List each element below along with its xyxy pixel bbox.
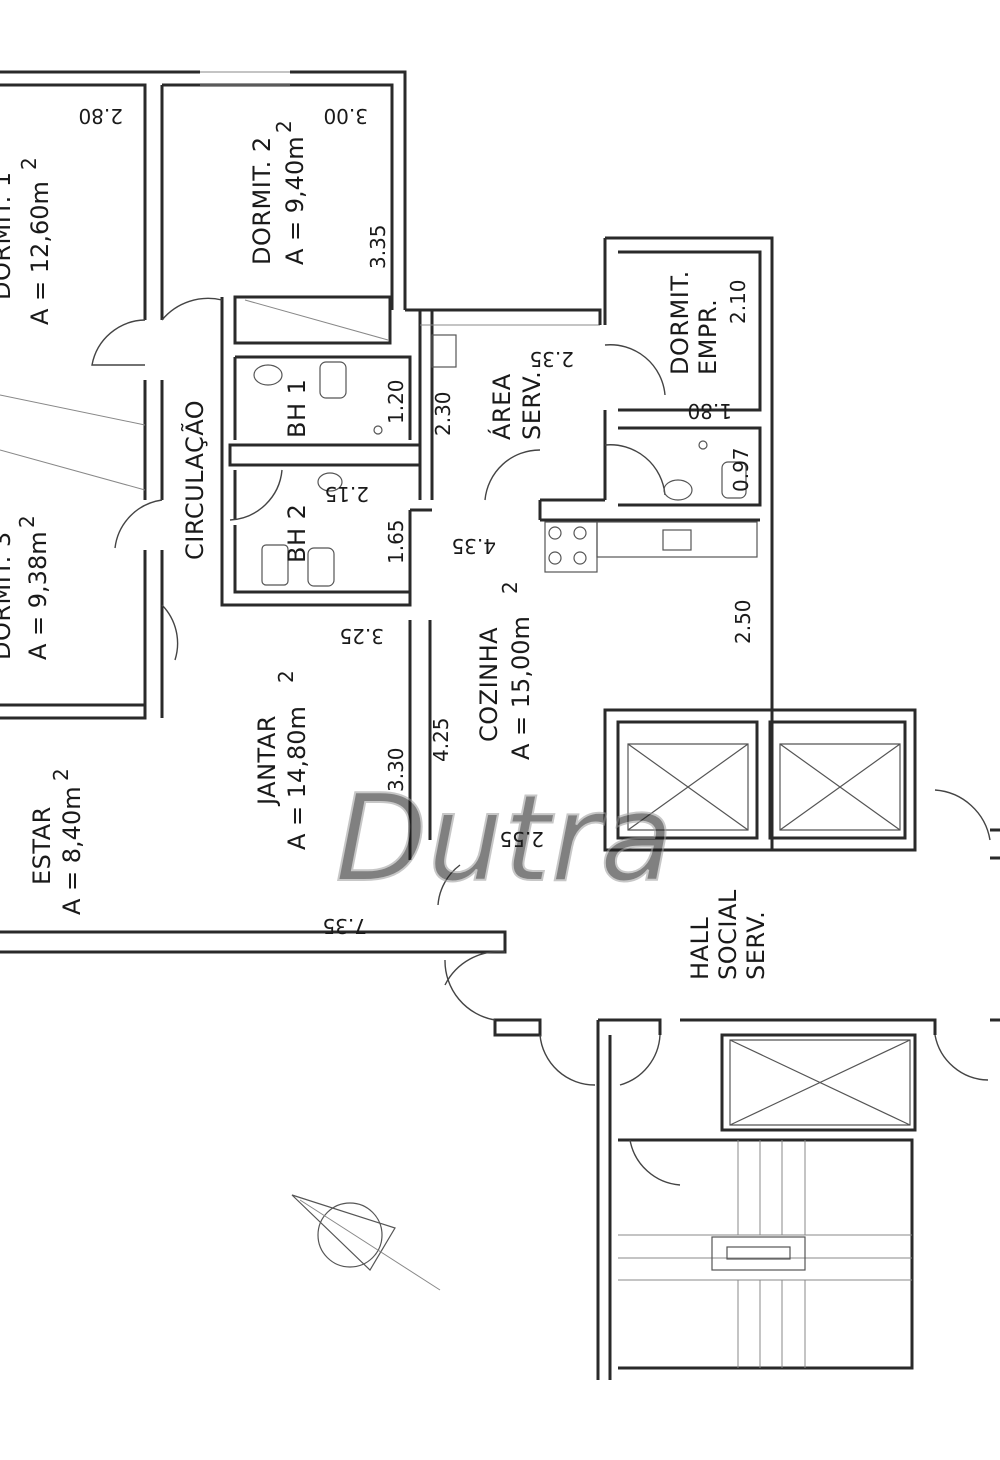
svg-text:2: 2 [272,120,296,133]
svg-text:COZINHA: COZINHA [475,627,503,742]
label-cozinha: COZINHA A = 15,00m 2 [475,581,535,760]
dim-2-35: 2.35 [529,347,574,371]
svg-text:DORMIT. 1: DORMIT. 1 [0,171,16,300]
svg-text:SERV.: SERV. [742,911,770,980]
label-circulacao: CIRCULAÇÃO [179,400,209,560]
fixtures [0,299,747,587]
dim-7-35: 7.35 [322,914,367,938]
dim-2-30: 2.30 [431,391,455,436]
svg-text:ESTAR: ESTAR [28,806,56,885]
svg-text:A = 15,00m: A = 15,00m [507,616,535,760]
svg-text:A = 14,80m: A = 14,80m [283,706,311,850]
dim-4-35: 4.35 [451,534,496,558]
dim-2-50: 2.50 [731,599,755,644]
walls [0,70,1000,1380]
svg-text:HALL: HALL [686,917,714,980]
label-jantar: JANTAR A = 14,80m 2 [253,670,311,850]
label-area-serv: ÁREA SERV. [487,371,546,440]
watermark-logo: Dutra [335,770,673,909]
elevator-shafts [627,743,911,1126]
label-bh1: BH 1 [283,379,311,438]
doors [91,297,991,1186]
svg-text:2: 2 [49,768,73,781]
svg-text:A = 9,40m: A = 9,40m [281,136,309,265]
svg-text:CIRCULAÇÃO: CIRCULAÇÃO [179,400,209,560]
svg-text:2: 2 [15,515,39,528]
svg-text:DORMIT. 2: DORMIT. 2 [248,136,276,265]
label-dormit3: DORMIT. 3 A = 9,38m 2 [0,515,52,660]
svg-text:DORMIT.: DORMIT. [666,270,694,375]
dimension-labels: 2.80 3.00 3.35 2.35 2.10 1.80 2.30 1.20 … [78,104,755,938]
dim-1-80: 1.80 [687,399,732,423]
dim-2-10: 2.10 [726,279,750,324]
svg-text:2: 2 [17,157,41,170]
svg-text:SOCIAL: SOCIAL [714,889,742,980]
label-dormit2: DORMIT. 2 A = 9,40m 2 [248,120,309,265]
label-hall: HALL SOCIAL SERV. [686,889,770,980]
svg-text:ÁREA: ÁREA [487,373,516,440]
dim-4-25: 4.25 [429,717,453,762]
svg-text:DORMIT. 3: DORMIT. 3 [0,531,16,660]
dim-3-00: 3.00 [323,104,368,128]
dim-3-35: 3.35 [366,224,390,269]
svg-text:SERV.: SERV. [518,371,546,440]
dim-3-30: 3.30 [384,747,408,792]
label-dormit-empr: DORMIT. EMPR. [666,270,722,375]
north-arrow-icon [291,1194,441,1291]
dim-2-15: 2.15 [324,482,369,506]
dim-2-55: 2.55 [499,827,544,851]
svg-text:JANTAR: JANTAR [253,715,281,807]
svg-text:EMPR.: EMPR. [694,299,722,375]
svg-text:2: 2 [498,581,522,594]
label-bh2: BH 2 [283,504,311,563]
svg-text:A = 12,60m: A = 12,60m [26,181,54,325]
room-labels: DORMIT. 1 A = 12,60m 2 DORMIT. 2 A = 9,4… [0,120,770,980]
label-dormit1: DORMIT. 1 A = 12,60m 2 [0,157,54,325]
dim-1-65: 1.65 [384,519,408,564]
dim-0-97: 0.97 [729,447,753,492]
svg-text:BH 2: BH 2 [283,504,311,563]
svg-text:2: 2 [274,670,298,683]
svg-text:A = 9,38m: A = 9,38m [24,531,52,660]
dim-2-80: 2.80 [78,104,123,128]
svg-text:A = 8,40m: A = 8,40m [58,786,86,915]
dim-1-20: 1.20 [384,379,408,424]
svg-text:BH 1: BH 1 [283,379,311,438]
label-estar: ESTAR A = 8,40m 2 [28,768,86,915]
dim-3-25: 3.25 [339,624,384,648]
